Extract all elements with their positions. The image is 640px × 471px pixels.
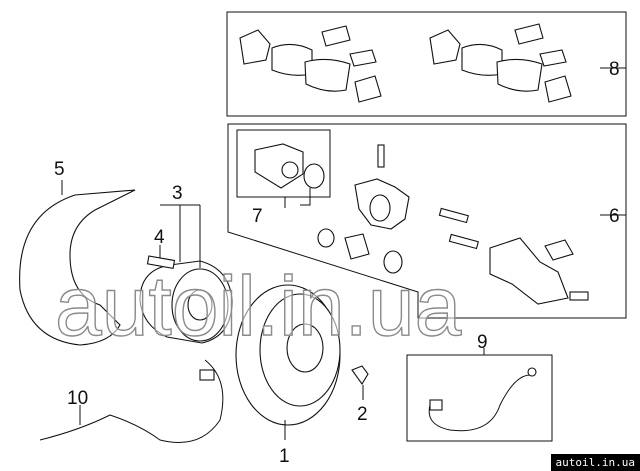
callout-3: 3	[172, 183, 183, 204]
group-box-8-brake-pads	[226, 11, 627, 117]
callout-5: 5	[54, 159, 65, 180]
callout-8: 8	[609, 59, 620, 80]
abs-sensor-wire	[39, 359, 224, 443]
leader-lines	[61, 180, 485, 440]
brake-pad-set-left	[239, 25, 382, 103]
hub-bolt	[146, 255, 176, 270]
brake-disc	[235, 284, 341, 426]
group-box-9-sensor	[406, 354, 553, 442]
disc-screw	[351, 365, 369, 386]
callout-labels: 1 2 3 4 5 6 7 8 9 10	[54, 59, 620, 467]
wire-connector	[199, 369, 215, 381]
brake-pad-set-right	[429, 23, 572, 103]
callout-2: 2	[357, 404, 368, 425]
callout-6: 6	[609, 206, 620, 227]
site-footer-label: autoil.in.ua	[550, 454, 640, 471]
callout-9: 9	[477, 332, 488, 353]
callout-10: 10	[67, 388, 88, 409]
group-box-7-piston	[236, 129, 331, 198]
callout-4: 4	[154, 227, 165, 248]
callout-7: 7	[252, 206, 263, 227]
splash-shield	[19, 189, 136, 346]
callout-1: 1	[279, 446, 290, 467]
watermark: autoil.in.ua	[55, 259, 462, 353]
group-box-6-caliper	[227, 123, 627, 319]
hub-bearing	[139, 260, 233, 344]
